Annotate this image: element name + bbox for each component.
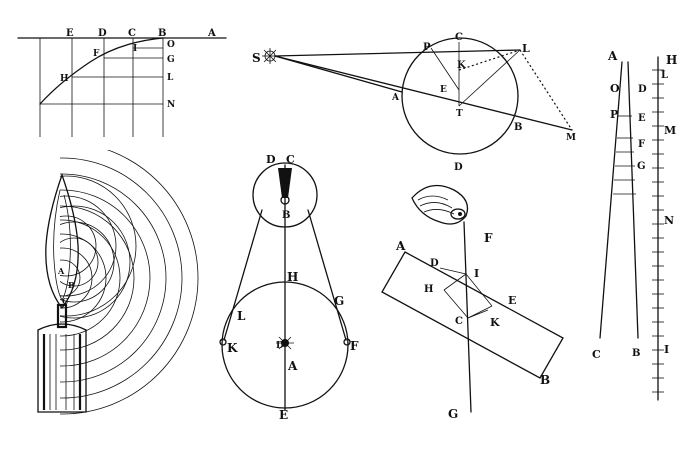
fig3-label-c: C: [592, 348, 601, 361]
sun-s-icon: [262, 48, 278, 64]
fig6-label-b: B: [540, 373, 550, 387]
fig2-label-p: P: [423, 42, 431, 53]
fig5-label-f: F: [350, 339, 359, 353]
light-arcs: [60, 150, 199, 415]
fig2-label-t: T: [456, 109, 463, 119]
figure-6-slab-and-eye: F A D I H E C K B G: [381, 184, 564, 421]
fig5-label-h: H: [287, 270, 298, 284]
fig1-label-l: L: [167, 73, 174, 83]
fig3-label-p: P: [610, 108, 618, 121]
fig2-label-k: K: [457, 60, 466, 71]
fig3-label-o: O: [610, 82, 620, 95]
fig5-label-c: C: [286, 153, 295, 166]
fig4-label-c: C: [62, 296, 68, 306]
fig3-label-g: G: [637, 161, 646, 172]
figure-1-curve-grid: E D C B A O F I G H L N: [17, 28, 227, 137]
fig1-label-f: F: [93, 49, 100, 59]
fig6-label-a: A: [395, 239, 406, 253]
fig5-label-a: A: [287, 359, 298, 373]
fig3-label-l: L: [661, 70, 668, 81]
fig1-label-n: N: [167, 100, 175, 110]
fig1-label-b: B: [158, 28, 166, 39]
fig3-label-b: B: [632, 348, 640, 359]
figure-4-candle-flame: A B C: [37, 150, 199, 415]
fig2-label-l: L: [522, 42, 530, 55]
fig6-label-i: I: [474, 267, 479, 280]
scale-ticks: [652, 69, 664, 393]
fig2-label-e: E: [440, 85, 447, 95]
fig1-label-a: A: [207, 28, 216, 39]
fig3-label-h: H: [666, 53, 677, 67]
fig3-label-n: N: [664, 214, 674, 227]
fig3-label-e: E: [638, 113, 646, 124]
fig3-label-d: D: [638, 84, 647, 95]
fig6-label-g: G: [448, 407, 458, 421]
fig5-label-b: B: [282, 210, 290, 221]
fig2-label-b: B: [514, 122, 522, 133]
fig4-label-b: B: [68, 280, 75, 290]
fig2-label-d: D: [454, 162, 463, 173]
eye-icon: [411, 184, 469, 225]
fig3-label-a: A: [607, 49, 618, 63]
fig1-label-i: I: [133, 44, 137, 54]
fig2-label-m: M: [566, 133, 576, 143]
fig1-label-e: E: [66, 28, 74, 39]
fig3-label-i: I: [664, 343, 669, 356]
fig1-label-o: O: [167, 40, 175, 50]
fig6-label-h: H: [424, 284, 433, 295]
fig2-label-s: S: [252, 51, 261, 65]
fig3-label-m: M: [664, 124, 676, 137]
fig5-label-e: E: [279, 408, 288, 422]
fig1-label-h: H: [60, 74, 69, 84]
fig5-label-d-center: D: [276, 341, 284, 351]
fig3-label-f: F: [638, 139, 645, 150]
fig6-label-e: E: [508, 294, 516, 307]
fig5-label-l: L: [237, 309, 246, 323]
fig5-label-g: G: [334, 294, 344, 308]
fig1-label-g: G: [167, 55, 175, 65]
fig1-label-c: C: [128, 28, 136, 39]
fig6-label-k: K: [490, 316, 500, 329]
fig5-label-d-top: D: [266, 153, 276, 166]
figure-2-circle-and-sun: S P C L K E T A B M D: [252, 32, 576, 173]
figure-5-pulley-circles: D C B H L G K F D A E: [219, 153, 359, 422]
light-source-icon: [276, 334, 294, 352]
fig2-label-a: A: [391, 93, 400, 103]
figure-3-tube-and-scale: A O P C B H L D E M F G N I: [592, 49, 677, 401]
fig5-label-k: K: [227, 341, 238, 355]
fig6-label-f: F: [484, 231, 493, 245]
fig4-label-a: A: [57, 266, 65, 276]
fig6-label-c: C: [455, 316, 463, 327]
fig6-label-d: D: [430, 258, 439, 269]
fig2-label-c: C: [455, 32, 463, 43]
fig1-label-d: D: [98, 28, 107, 39]
